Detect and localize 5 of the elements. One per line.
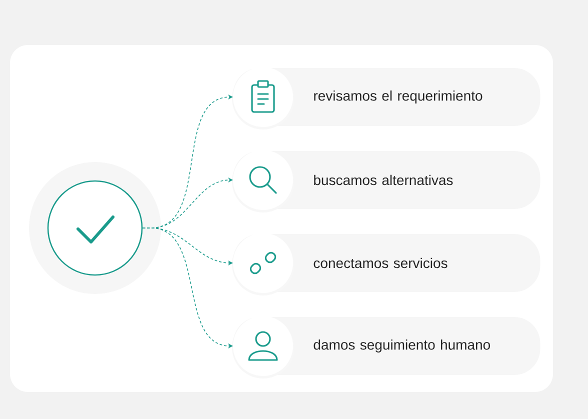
step-pill: damos seguimiento humano	[232, 316, 540, 378]
step-pill: buscamos alternativas	[232, 150, 540, 212]
step-pill: conectamos servicios	[232, 233, 540, 296]
check-circle	[29, 162, 161, 294]
step-pill: revisamos el requerimiento	[232, 67, 540, 130]
